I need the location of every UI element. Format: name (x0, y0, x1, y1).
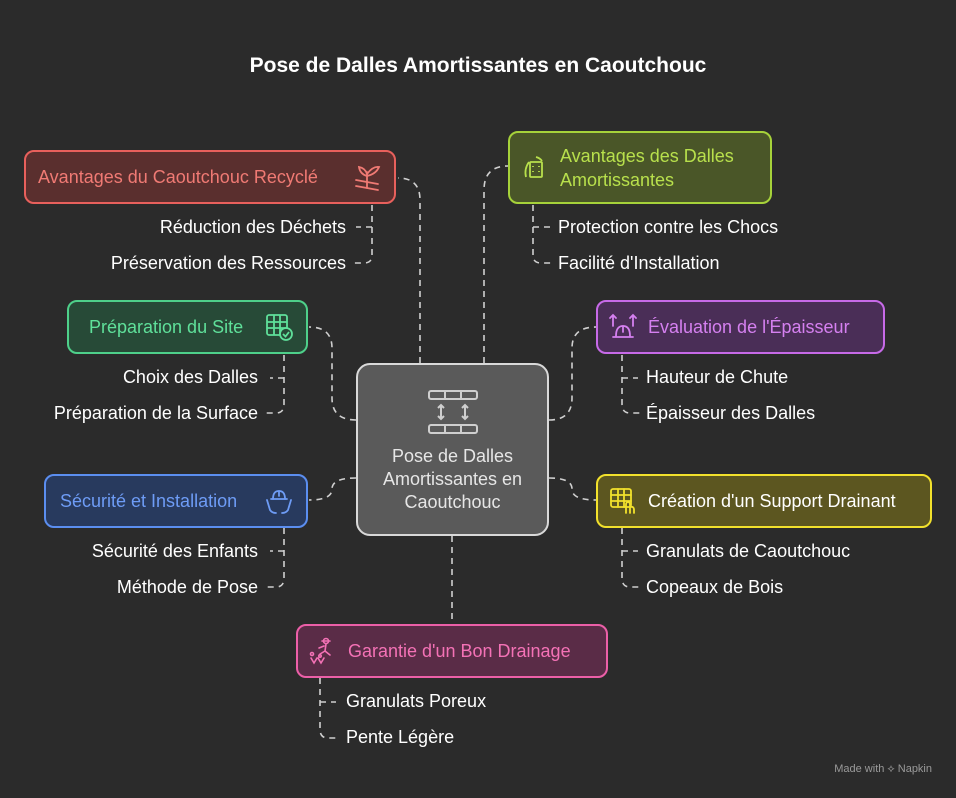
leaf-preparation-surface: Préparation de la Surface (53, 403, 258, 423)
leaf-methode-pose: Méthode de Pose (116, 577, 258, 597)
diagram-title: Pose de Dalles Amortissantes en Caoutcho… (249, 54, 707, 77)
branch-draining-support: Création d'un Support Drainant (596, 474, 932, 528)
leaf-reduction-dechets: Réduction des Déchets (159, 217, 346, 237)
branch-site-preparation: Préparation du Site (67, 300, 308, 354)
branch-support-label: Création d'un Support Drainant (648, 490, 896, 511)
leaf-granulats-poreux: Granulats Poreux (346, 691, 487, 711)
branch-good-drainage: Garantie d'un Bon Drainage (296, 624, 608, 678)
branch-recycled-label: Avantages du Caoutchouc Recyclé (38, 166, 318, 187)
arrows-hardhat-icon (609, 313, 637, 338)
center-node: Pose de Dalles Amortissantes en Caoutcho… (356, 363, 549, 536)
leaf-pente-legere: Pente Légère (346, 727, 455, 747)
gardener-icon (309, 637, 331, 665)
branch-benefits-label: Avantages des Dalles Amortissantes (560, 145, 734, 190)
branch-thickness-label: Évaluation de l'Épaisseur (648, 316, 850, 337)
building-shield-icon (524, 155, 543, 178)
leaf-choix-dalles: Choix des Dalles (122, 367, 258, 387)
leaf-facilite-installation: Facilité d'Installation (558, 253, 720, 273)
recycle-plant-icon (355, 165, 381, 191)
rubber-tile-grid-icon (427, 390, 478, 434)
leaf-granulats-caoutchouc: Granulats de Caoutchouc (646, 541, 851, 561)
branch-safety-installation: Sécurité et Installation (44, 474, 308, 528)
leaf-hauteur-chute: Hauteur de Chute (646, 367, 789, 387)
hands-hardhat-icon (266, 490, 292, 514)
branch-drainage-label: Garantie d'un Bon Drainage (348, 640, 571, 661)
leaf-securite-enfants: Sécurité des Enfants (91, 541, 258, 561)
branch-dalles-benefits: Avantages des Dalles Amortissantes (508, 131, 772, 204)
leaf-preservation-ressources: Préservation des Ressources (110, 253, 346, 273)
branch-safety-label: Sécurité et Installation (60, 490, 238, 511)
leaf-epaisseur-dalles: Épaisseur des Dalles (646, 403, 816, 423)
napkin-watermark: Made with ⟡ Napkin (834, 763, 932, 775)
branch-recycled-rubber: Avantages du Caoutchouc Recyclé (24, 150, 396, 204)
leaf-copeaux-bois: Copeaux de Bois (646, 577, 784, 597)
grid-hand-icon (610, 488, 635, 514)
leaf-protection-chocs: Protection contre les Chocs (558, 217, 779, 237)
grid-check-icon (266, 314, 293, 341)
center-label: Pose de Dalles Amortissantes en Caoutcho… (382, 446, 523, 512)
branch-thickness-evaluation: Évaluation de l'Épaisseur (596, 300, 885, 354)
branch-preparation-label: Préparation du Site (89, 316, 244, 337)
